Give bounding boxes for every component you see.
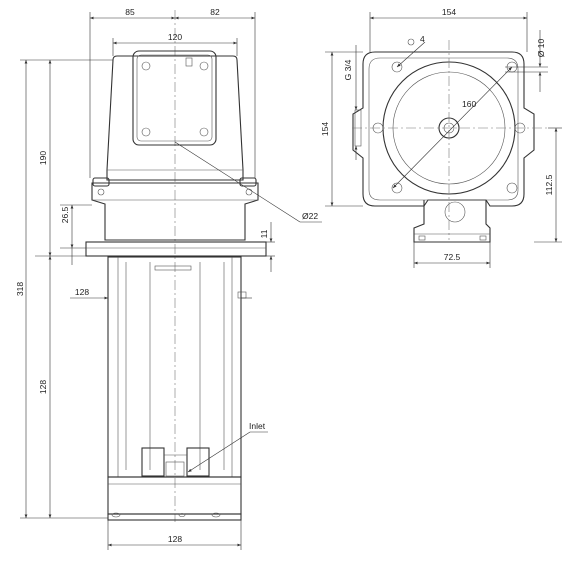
front-view [85,10,267,522]
bolt-hole [506,182,518,194]
side-housing [352,51,535,207]
mounting-plate [85,241,267,257]
dim-foot-width: 72.5 [444,252,461,262]
dim-base-width: 128 [168,534,182,544]
dim-body-width: 128 [75,287,89,297]
inlet-label: Inlet [249,421,266,431]
dim-circle-diameter: 160 [462,99,476,109]
dim-bolt-count: 4 [420,34,425,44]
dim-lower-height: 128 [38,380,48,394]
screw-icon [141,127,151,137]
screw-icon [199,61,209,71]
pump-base [107,476,242,515]
dim-motor-height: 190 [38,151,48,165]
screw-icon [199,127,209,137]
side-lug-hole [514,122,526,134]
impeller-right [186,447,210,477]
screw-icon [141,61,151,71]
bolt-hole [391,182,403,194]
side-lug-hole [372,122,384,134]
dim-center-height: 112.5 [544,174,554,195]
dim-outlet-diameter: Ø22 [302,211,318,221]
dim-thread: G 3/4 [343,59,353,80]
dim-top-left: 85 [125,7,135,17]
dim-box-width: 120 [168,32,182,42]
impeller-left [141,447,165,477]
dim-total-height: 318 [15,282,25,296]
dim-side-width: 154 [442,7,456,17]
dim-flange-thickness: 11 [259,229,269,238]
terminal-box [132,50,217,146]
motor-housing [106,55,244,181]
pump-column [107,256,242,478]
side-foot [413,200,491,243]
side-dimensions: 154 4 Ø 10 G 3/4 160 154 112.5 72.5 [320,7,562,268]
dim-flange-offset: 26.5 [60,206,70,223]
dim-hole-diameter: Ø 10 [536,39,546,58]
side-view [352,38,548,243]
dim-side-height: 154 [320,122,330,136]
motor-flange [91,182,259,241]
front-dimensions: 85 82 120 318 190 128 26.5 11 [15,7,322,550]
dim-top-right: 82 [210,7,220,17]
